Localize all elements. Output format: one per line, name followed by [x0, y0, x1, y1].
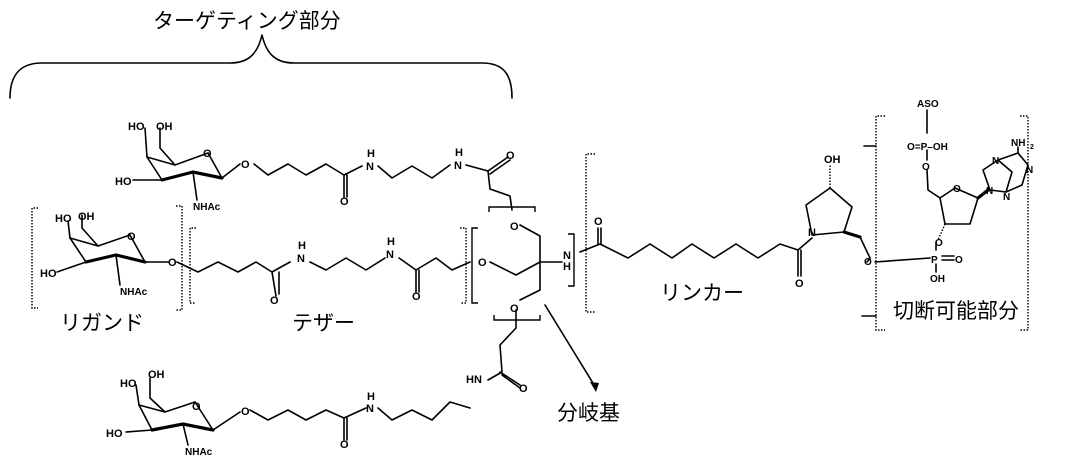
atom-nh2-subscript: 2	[1030, 144, 1034, 151]
galnac-bottom	[125, 377, 471, 446]
linker-bracket	[579, 153, 871, 313]
linker-label: リンカー	[660, 281, 744, 305]
atom-n: N	[454, 160, 462, 172]
atom-o: O	[506, 150, 515, 162]
atom-o: O	[795, 278, 804, 290]
branch-point-label: 分岐基	[557, 401, 620, 425]
atom-o: O	[594, 216, 603, 228]
atom-o: O	[340, 196, 349, 208]
tether-label: テザー	[292, 311, 355, 335]
atom-o: O	[510, 303, 519, 315]
atom-o: O	[510, 221, 519, 233]
atom-ho: HO	[106, 428, 123, 440]
tether-bracket	[176, 227, 471, 304]
ligand-bracket	[31, 205, 183, 311]
atom-o: O	[864, 257, 872, 268]
galnac-top	[132, 127, 513, 211]
atom-h: H	[455, 147, 463, 159]
atom-o: O	[241, 406, 250, 418]
atom-n: N	[992, 156, 999, 167]
atom-h: H	[367, 391, 375, 403]
atom-o: O	[519, 383, 528, 395]
cleavable-moiety-label: 切断可能部分	[893, 299, 1019, 323]
atom-o: O	[478, 257, 487, 269]
atom-n: N	[386, 249, 394, 261]
atom-oh: OH	[78, 211, 95, 223]
atom-p: P	[931, 255, 938, 266]
atom-oh: OH	[930, 274, 945, 285]
cleavable-bracket	[861, 109, 1029, 331]
atom-o: O	[922, 162, 930, 173]
atom-nhac: NHAc	[120, 287, 148, 298]
atom-o: O	[955, 255, 963, 266]
targeting-brace	[9, 34, 513, 99]
atom-oh: OH	[148, 369, 165, 381]
atom-n: N	[808, 227, 816, 239]
atom-o: O	[241, 159, 250, 171]
ligand-label: リガンド	[60, 311, 144, 335]
atom-o: O	[340, 439, 349, 451]
atom-oh: OH	[156, 121, 173, 133]
atom-h: H	[367, 148, 375, 160]
atom-n: N	[366, 403, 374, 415]
atom-ho: HO	[40, 268, 57, 280]
atom-n: N	[1026, 165, 1033, 176]
atom-o: O	[127, 231, 136, 243]
atom-oh: OH	[824, 154, 841, 166]
atom-phosphate-top: O=P–OH	[907, 142, 948, 153]
atom-o: O	[935, 238, 943, 249]
atom-o: O	[168, 257, 177, 269]
atom-n: N	[563, 250, 571, 262]
atom-o: O	[203, 148, 212, 160]
atom-n: N	[366, 161, 374, 173]
atom-h: H	[563, 261, 571, 273]
atom-h: H	[387, 236, 395, 248]
atom-ho: HO	[128, 121, 145, 133]
targeting-moiety-label: ターゲティング部分	[153, 9, 341, 33]
atom-n: N	[986, 186, 993, 197]
atom-n: N	[297, 253, 305, 265]
atom-ho: HO	[115, 176, 132, 188]
atom-nh2: NH	[1011, 138, 1025, 149]
atom-h: H	[298, 240, 306, 252]
atom-ho: HO	[120, 378, 137, 390]
atom-ho: HO	[55, 213, 72, 225]
atom-nhac: NHAc	[193, 202, 221, 213]
atom-aso: ASO	[917, 99, 939, 110]
atom-o: O	[192, 401, 201, 413]
atom-nhac: NHAc	[185, 447, 213, 458]
atom-o: O	[270, 295, 279, 307]
atom-o: O	[953, 184, 961, 195]
atom-hn: HN	[466, 374, 482, 386]
atom-o: O	[412, 291, 421, 303]
atom-n: N	[1003, 192, 1010, 203]
branch-point	[471, 224, 599, 392]
